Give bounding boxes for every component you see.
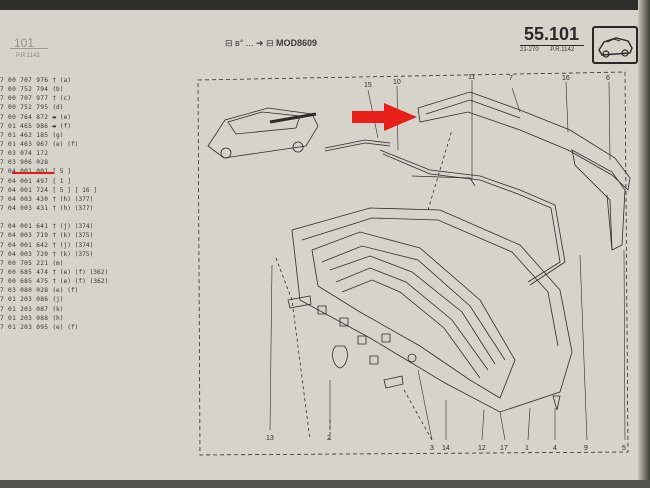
callout-leaders xyxy=(269,80,626,441)
list-item: 7 04 001 724[ 5 ] [ 16 ] xyxy=(0,186,98,194)
list-item: 7 01 462 185(g) xyxy=(0,131,64,139)
page-curl-shadow xyxy=(638,0,650,488)
page-number-sub: 21-270 P.R.1142 xyxy=(520,47,584,53)
callout-15: 15 xyxy=(364,82,372,89)
car-thumbnail-box xyxy=(592,26,638,64)
bumper-shell xyxy=(291,207,573,413)
list-item: 7 01 203 087(k) xyxy=(0,305,64,313)
list-item: 7 04 001 641† (j) (374) xyxy=(0,223,94,231)
list-item: 7 00 764 872▬ (e) xyxy=(0,113,71,121)
list-item: 7 04 003 720† (k) (375) xyxy=(0,250,94,258)
model-code: MOD8609 xyxy=(276,38,318,48)
callout-3: 3 xyxy=(430,445,434,452)
list-item: 7 01 463 967(e) (f) xyxy=(0,140,79,148)
list-item: 7 04 001 642† (j) (374) xyxy=(0,241,94,249)
callout-12: 12 xyxy=(478,445,486,452)
list-item: 7 04 003 719† (k) (375) xyxy=(0,232,94,240)
list-item: 7 00 705 221(m) xyxy=(0,259,64,267)
list-item: 7 04 001 001[ 5 ] xyxy=(0,168,71,176)
page-number-rule xyxy=(520,45,584,46)
callout-5: 5 xyxy=(622,445,626,452)
list-item: 7 00 752 795(d) xyxy=(0,104,64,112)
highlight-arrow-icon xyxy=(352,103,417,131)
list-item: 7 04 003 431† (h) (377) xyxy=(0,204,94,212)
callout-13: 13 xyxy=(266,435,274,442)
callout-9: 9 xyxy=(584,445,588,452)
callout-14: 14 xyxy=(442,445,450,452)
car-thumbnail-icon xyxy=(598,37,633,58)
list-item: 7 01 203 088(h) xyxy=(0,314,64,322)
callout-6: 6 xyxy=(606,75,610,82)
list-item: 7 00 752 794(b) xyxy=(0,86,64,94)
page-sub-left: 21-270 xyxy=(520,47,539,53)
list-item: 7 03 906 028 xyxy=(0,159,49,167)
page-sub-right: P.R.1142 xyxy=(550,47,575,53)
list-item: 7 03 074 172 xyxy=(0,150,49,158)
trim-strip-group xyxy=(417,91,631,251)
list-item: 7 04 001 497[ 1 ] xyxy=(0,177,71,185)
list-item: 7 04 003 430† (h) (377) xyxy=(0,195,94,203)
callout-2: 2 xyxy=(327,435,331,442)
model-symbols: ⊟ ʙ° ... ➜ ⊟ xyxy=(225,38,274,48)
model-header: ⊟ ʙ° ... ➜ ⊟ MOD8609 xyxy=(225,38,317,49)
left-page-subref: P.R.1142 xyxy=(16,53,40,59)
list-item: 7 00 707 976† (a) xyxy=(0,77,71,84)
list-item: 7 00 685 474† (e) (f) (362) xyxy=(0,268,109,276)
light-cluster xyxy=(311,231,516,399)
page-number: 55.101 xyxy=(524,24,580,44)
callout-16: 16 xyxy=(562,75,570,82)
car-location-icon xyxy=(207,107,319,159)
list-item: 7 03 080 028(e) (f) xyxy=(0,287,79,295)
list-item: 7 00 685 475† (e) (f) (362) xyxy=(0,278,109,286)
callout-1: 1 xyxy=(525,445,529,452)
page-bottom-shadow xyxy=(0,480,650,488)
list-item: 7 01 465 986▬ (f) xyxy=(0,122,71,130)
page-binding-shadow xyxy=(0,0,650,10)
left-page-number: 101 xyxy=(14,36,35,50)
callout-11: 11 xyxy=(468,74,475,81)
list-item: 7 01 203 086(j) xyxy=(0,296,64,304)
list-item: 7 00 707 977† (c) xyxy=(0,95,71,103)
highlight-underline xyxy=(12,172,54,174)
callout-17: 17 xyxy=(500,445,508,452)
trim-rails xyxy=(324,139,566,286)
callout-7: 7 xyxy=(509,75,513,82)
diagram-frame xyxy=(197,71,629,456)
left-header-rule xyxy=(10,48,48,49)
parts-list: 7 00 707 976† (a) 7 00 752 794(b) 7 00 7… xyxy=(0,76,120,332)
list-item: 7 01 203 095(e) (f) xyxy=(0,323,79,331)
callout-4: 4 xyxy=(553,445,557,452)
callout-10: 10 xyxy=(393,79,401,86)
hidden-lines xyxy=(275,129,453,441)
fastener-group xyxy=(287,295,561,411)
